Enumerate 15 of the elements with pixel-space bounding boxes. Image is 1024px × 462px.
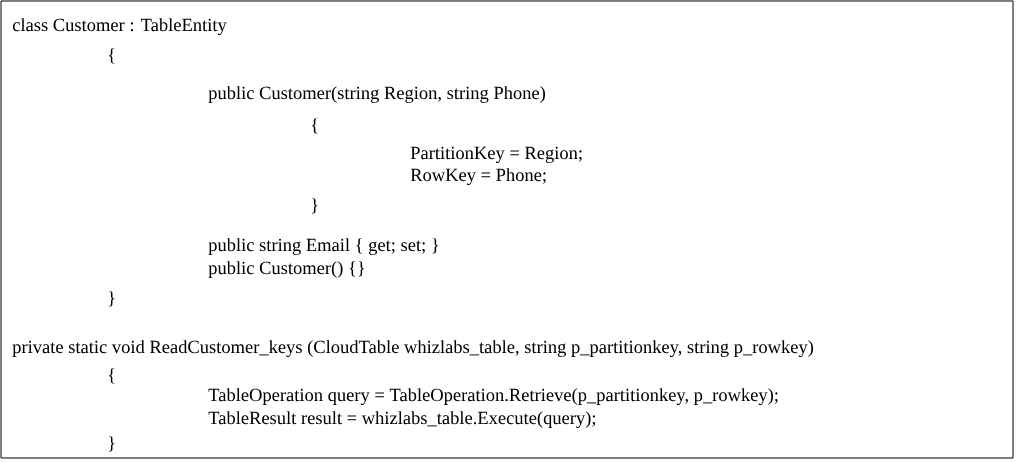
code-line: public string Email { get; set; } bbox=[208, 238, 439, 255]
code-line: public Customer(string Region, string Phone) bbox=[208, 86, 545, 103]
code-line: PartitionKey = Region; bbox=[410, 146, 582, 163]
code-line: RowKey = Phone; bbox=[410, 168, 546, 185]
code-line: class Customer : TableEntity bbox=[12, 18, 227, 35]
code-line: TableResult result = whizlabs_table.Execute(query); bbox=[208, 411, 596, 428]
code-line: { bbox=[108, 48, 115, 64]
code-line: } bbox=[311, 198, 318, 214]
code-line: } bbox=[108, 291, 115, 307]
code-line: public Customer() {} bbox=[208, 261, 365, 278]
code-line: } bbox=[108, 436, 115, 452]
code-line: private static void ReadCustomer_keys (CloudTable whizlabs_table, string p_partitionkey, string p_rowkey) bbox=[12, 340, 814, 357]
code-line: TableOperation query = TableOperation.Retrieve(p_partitionkey, p_rowkey); bbox=[208, 388, 778, 405]
code-line: { bbox=[108, 368, 115, 384]
code-line: { bbox=[311, 118, 318, 134]
